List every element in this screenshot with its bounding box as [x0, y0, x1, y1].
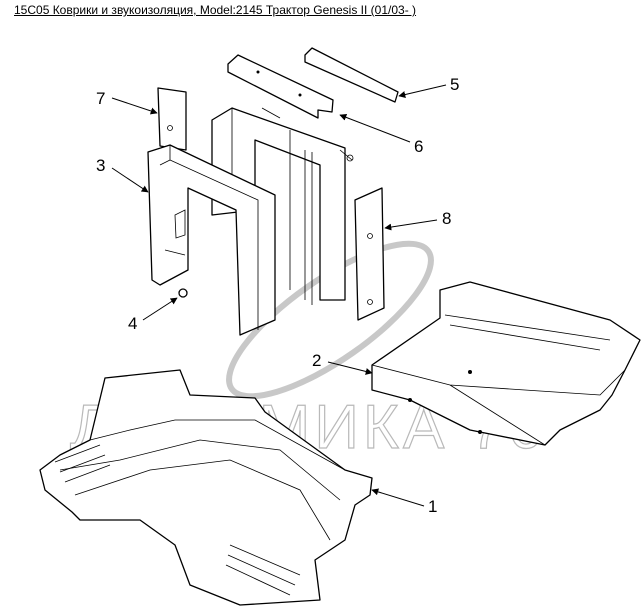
page-title: 15C05 Коврики и звукоизоляция, Model:214… [14, 3, 417, 17]
part-5-pad [304, 47, 399, 103]
svg-text:8: 8 [442, 209, 451, 228]
callout-4: 4 [128, 297, 178, 333]
callout-3: 3 [96, 156, 149, 193]
part-7-plate [157, 87, 187, 151]
svg-text:4: 4 [128, 314, 137, 333]
callout-2: 2 [312, 351, 373, 375]
callout-8: 8 [384, 209, 451, 231]
callout-1: 1 [371, 488, 437, 516]
svg-text:6: 6 [414, 137, 423, 156]
part-2-panel [371, 281, 641, 446]
callout-7: 7 [96, 89, 158, 115]
svg-text:1: 1 [428, 497, 437, 516]
svg-text:5: 5 [450, 75, 459, 94]
part-1-floor-mat [39, 369, 373, 606]
central-frame [211, 107, 354, 305]
part-6-bracket [227, 54, 334, 119]
callout-5: 5 [398, 75, 459, 98]
part-3-frame [147, 144, 276, 336]
svg-text:3: 3 [96, 156, 105, 175]
svg-text:7: 7 [96, 89, 105, 108]
part-4-clip [178, 288, 188, 298]
callout-6: 6 [339, 114, 423, 156]
svg-text:2: 2 [312, 351, 321, 370]
part-8-plate [354, 187, 385, 321]
